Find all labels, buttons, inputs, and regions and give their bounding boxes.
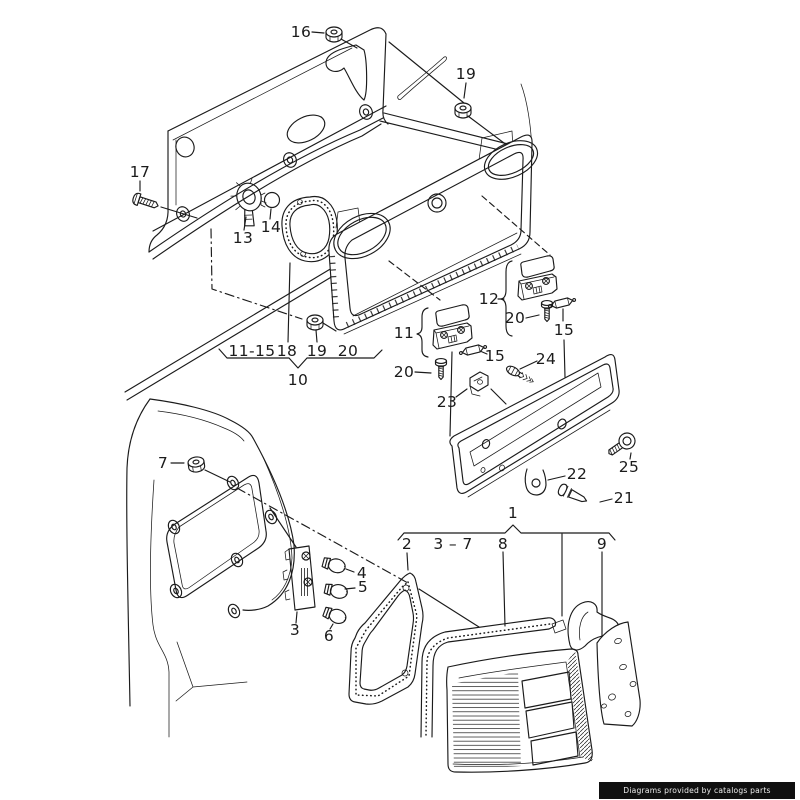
pin-21 [557, 483, 612, 507]
group-bracket-10 [219, 349, 382, 368]
trunk-lid-inner-panel [125, 28, 532, 400]
watermark-badge: Diagrams provided by catalogs parts [599, 782, 795, 799]
bulb-socket-13 [227, 176, 271, 230]
body-side-panel [127, 399, 295, 737]
licence-plate-light-11 [415, 304, 488, 436]
licence-plate-light-12 [498, 255, 577, 377]
pin-24 [505, 361, 537, 385]
mount-reference-line [211, 229, 302, 319]
fastener-16-nut [312, 26, 357, 48]
fastener-7-nut [171, 455, 230, 482]
watermark-text: Diagrams provided by catalogs parts [623, 786, 771, 795]
clip-23 [456, 372, 506, 404]
screw-25 [604, 430, 638, 460]
fastener-19-mid-nut [306, 314, 336, 342]
seal-strip [421, 618, 556, 737]
bulb-14 [261, 193, 280, 220]
gasket-2 [349, 573, 423, 704]
plate-carrier-frame [450, 355, 619, 497]
tab-22 [525, 469, 565, 495]
assembly-reference-line-2 [419, 589, 479, 627]
assembly-reference-line [237, 488, 408, 583]
group-bracket-1 [398, 525, 615, 636]
trim-panel-10 [326, 131, 550, 334]
fastener-17-screw [131, 181, 197, 218]
mounting-bracket-9 [552, 602, 640, 726]
bulb-carrier-3 [270, 508, 355, 629]
tail-light-lens-8 [447, 649, 593, 772]
seal-ring-18 [282, 197, 337, 342]
